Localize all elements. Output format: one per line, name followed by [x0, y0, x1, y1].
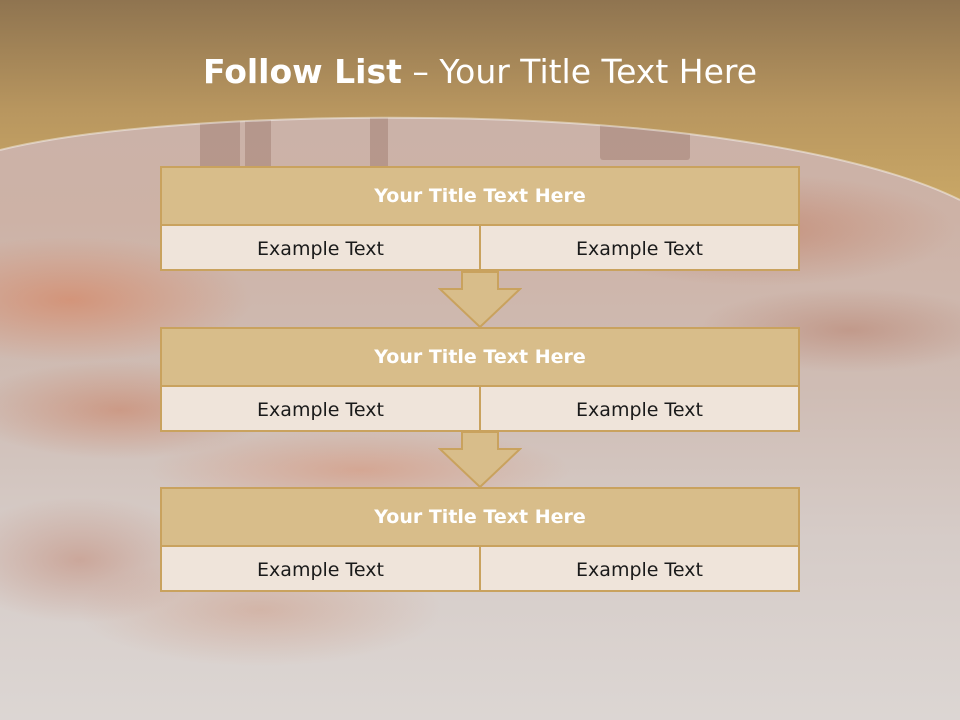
flow-box-2: Your Title Text Here Example Text Exampl… [160, 327, 800, 432]
flow-cell-left: Example Text [257, 237, 384, 260]
down-arrow-icon [438, 271, 522, 329]
slide-title-bold: Follow List [202, 52, 402, 91]
flow-box-title: Your Title Text Here [162, 329, 798, 387]
down-arrow-icon [438, 431, 522, 489]
flow-box-cells: Example Text Example Text [162, 387, 798, 432]
flow-box-cells: Example Text Example Text [162, 226, 798, 271]
flow-box-3: Your Title Text Here Example Text Exampl… [160, 487, 800, 592]
flow-box-1: Your Title Text Here Example Text Exampl… [160, 166, 800, 271]
flow-box-title: Your Title Text Here [162, 489, 798, 547]
flow-cell-right: Example Text [479, 226, 798, 271]
slide-title-rest: – Your Title Text Here [401, 52, 758, 91]
mesa-silhouette [370, 110, 388, 170]
flow-cell-left: Example Text [257, 398, 384, 421]
flow-cell-right: Example Text [479, 387, 798, 432]
flow-box-cells: Example Text Example Text [162, 547, 798, 592]
flow-cell-right: Example Text [479, 547, 798, 592]
header-band [0, 0, 960, 201]
flow-cell-left: Example Text [257, 558, 384, 581]
slide-title: Follow List – Your Title Text Here [0, 52, 960, 91]
flow-box-title: Your Title Text Here [162, 168, 798, 226]
